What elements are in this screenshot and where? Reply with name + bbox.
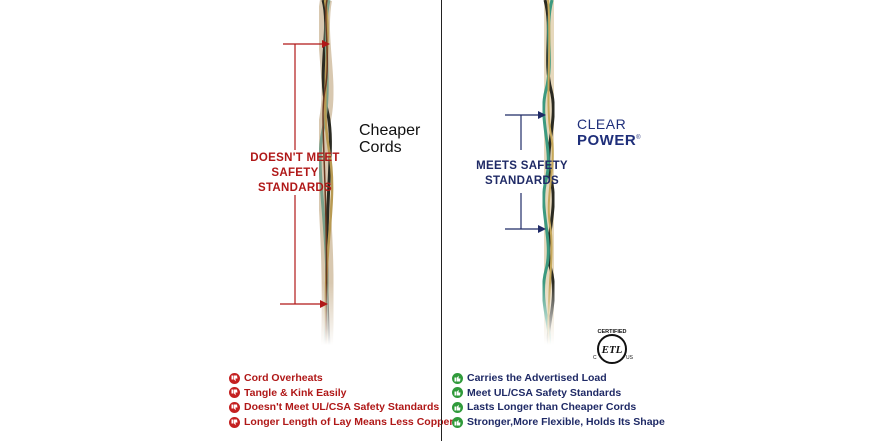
list-item: Meet UL/CSA Safety Standards <box>452 386 665 401</box>
doesnt-meet-safety-label: DOESN'T MEET SAFETY STANDARDS <box>228 151 362 196</box>
logo-line: POWER® <box>577 132 642 149</box>
label-line: DOESN'T MEET <box>250 152 340 164</box>
list-item: Lasts Longer than Cheaper Cords <box>452 400 665 415</box>
list-item-text: Cord Overheats <box>244 372 323 385</box>
list-item-text: Tangle & Kink Easily <box>244 386 347 399</box>
meets-safety-label: MEETS SAFETY STANDARDS <box>452 159 592 189</box>
list-item: Longer Length of Lay Means Less Copper <box>229 415 453 430</box>
thumbs-down-icon <box>229 372 240 384</box>
list-item-text: Meet UL/CSA Safety Standards <box>467 386 622 399</box>
logo-line: CLEAR <box>577 116 627 132</box>
list-item-text: Longer Length of Lay Means Less Copper <box>244 416 454 429</box>
thumbs-down-icon <box>229 416 240 428</box>
cheaper-cords-title: Cheaper Cords <box>359 122 420 156</box>
svg-text:US: US <box>626 355 634 361</box>
clear-power-logo: CLEAR POWER® <box>577 117 641 148</box>
list-item-text: Stronger,More Flexible, Holds Its Shape <box>467 416 665 429</box>
list-item: Carries the Advertised Load <box>452 371 665 386</box>
list-item-text: Carries the Advertised Load <box>467 372 607 385</box>
list-item-text: Doesn't Meet UL/CSA Safety Standards <box>244 401 440 414</box>
label-line: SAFETY <box>271 167 319 179</box>
list-item: Cord Overheats <box>229 371 453 386</box>
clear-power-cord-image <box>537 0 563 345</box>
svg-text:C: C <box>593 355 597 361</box>
list-item-text: Lasts Longer than Cheaper Cords <box>467 401 637 414</box>
panel-divider <box>441 0 442 441</box>
list-item: Tangle & Kink Easily <box>229 386 453 401</box>
thumbs-down-icon <box>229 387 240 399</box>
svg-text:CERTIFIED: CERTIFIED <box>597 329 626 335</box>
thumbs-up-icon <box>452 387 463 399</box>
cheaper-cords-issues-list: Cord Overheats Tangle & Kink Easily Does… <box>229 371 453 429</box>
thumbs-down-icon <box>229 401 240 413</box>
thumbs-up-icon <box>452 401 463 413</box>
thumbs-up-icon <box>452 372 463 384</box>
list-item: Doesn't Meet UL/CSA Safety Standards <box>229 400 453 415</box>
label-line: MEETS SAFETY <box>476 160 568 172</box>
clear-power-benefits-list: Carries the Advertised Load Meet UL/CSA … <box>452 371 665 429</box>
thumbs-up-icon <box>452 416 463 428</box>
title-line: Cheaper <box>359 122 421 139</box>
left-measure-annotation <box>280 40 330 308</box>
etl-certified-icon: CERTIFIED ETL C US <box>587 327 637 367</box>
title-line: Cords <box>359 139 402 156</box>
label-line: STANDARDS <box>257 182 333 194</box>
list-item: Stronger,More Flexible, Holds Its Shape <box>452 415 665 430</box>
svg-text:ETL: ETL <box>601 344 623 356</box>
label-line: STANDARDS <box>484 175 560 187</box>
